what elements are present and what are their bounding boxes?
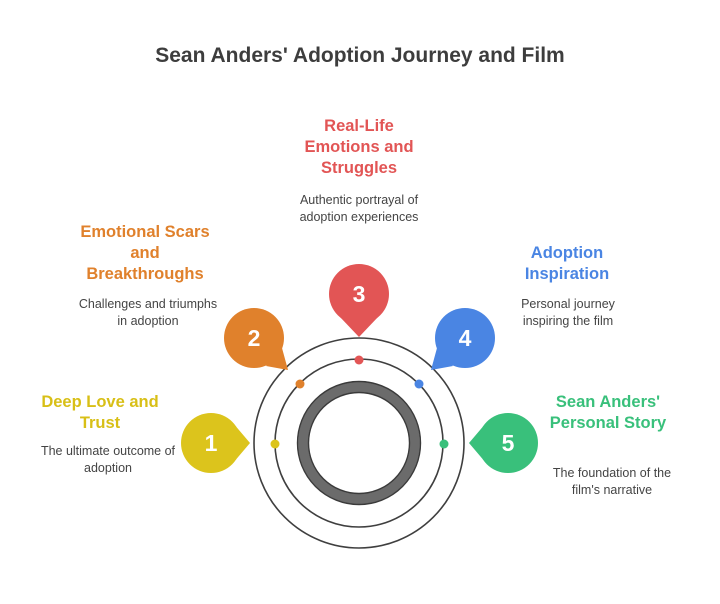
- step-2-heading: Emotional Scars and Breakthroughs: [80, 223, 210, 283]
- step-5-description: The foundation of the film's narrative: [552, 466, 672, 497]
- step-4-number: 4: [459, 325, 472, 351]
- core-ring: [298, 382, 420, 504]
- step-2-description: Challenges and triumphs in adoption: [78, 297, 218, 328]
- step-5-dot: [439, 439, 449, 449]
- step-4-description: Personal journey inspiring the film: [521, 297, 615, 328]
- step-5-number: 5: [502, 430, 515, 456]
- step-4-marker: 4: [431, 308, 495, 370]
- step-3-number: 3: [353, 281, 366, 307]
- step-1-number: 1: [205, 430, 218, 456]
- step-2-marker: 2: [224, 308, 288, 370]
- step-1-dot: [270, 439, 280, 449]
- step-1-description: The ultimate outcome of adoption: [40, 444, 176, 475]
- step-2-number: 2: [248, 325, 261, 351]
- step-3-heading: Real-Life Emotions and Struggles: [304, 117, 414, 177]
- core-ring-outline-inner: [307, 391, 411, 495]
- step-2-dot: [295, 379, 305, 389]
- step-1-heading: Deep Love and Trust: [41, 393, 159, 432]
- outer-ring: [253, 337, 465, 549]
- step-3-description: Authentic portrayal of adoption experien…: [299, 193, 419, 224]
- step-3-marker: 3: [329, 264, 389, 337]
- step-4-dot: [414, 379, 424, 389]
- diagram-title: Sean Anders' Adoption Journey and Film: [155, 44, 565, 67]
- step-5-marker: 5: [469, 413, 538, 473]
- step-4-heading: Adoption Inspiration: [524, 244, 610, 283]
- step-1-marker: 1: [181, 413, 250, 473]
- step-5-heading: Sean Anders' Personal Story: [549, 393, 667, 432]
- step-3-dot: [354, 355, 364, 365]
- core-ring-outline-outer: [296, 380, 422, 506]
